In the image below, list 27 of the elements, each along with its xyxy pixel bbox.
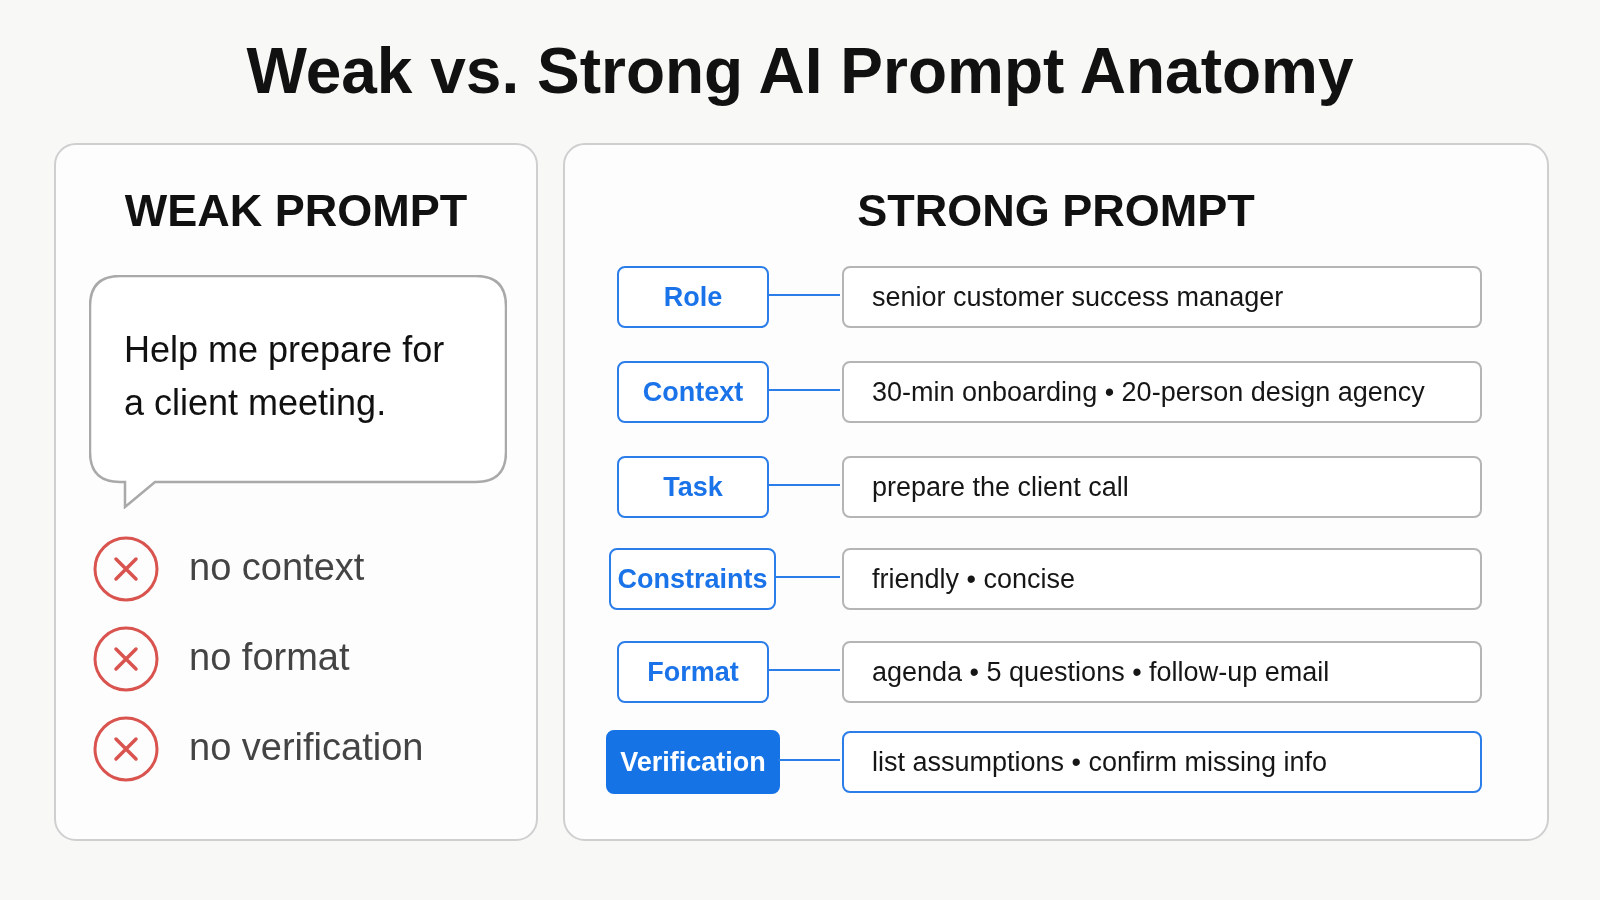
value-box: friendly • concise bbox=[842, 548, 1482, 610]
panel-heading: STRONG PROMPT bbox=[856, 185, 1256, 237]
value-box: 30-min onboarding • 20-person design agency bbox=[842, 361, 1482, 423]
panel-card bbox=[54, 143, 538, 841]
value-box: senior customer success manager bbox=[842, 266, 1482, 328]
connector-line bbox=[766, 669, 841, 671]
highlighted-value-box: list assumptions • confirm missing info bbox=[842, 731, 1482, 793]
issue-label: no format bbox=[189, 636, 350, 679]
value-box: prepare the client call bbox=[842, 456, 1482, 518]
panel-card bbox=[563, 143, 1549, 841]
connector-line bbox=[777, 759, 841, 761]
connector-line bbox=[766, 389, 841, 391]
issue-label: no verification bbox=[189, 726, 424, 769]
connector-line bbox=[766, 484, 841, 486]
title: Weak vs. Strong AI Prompt Anatomy bbox=[245, 34, 1355, 108]
prompt-text: Help me prepare for a client meeting. bbox=[124, 328, 446, 425]
tag-box: Constraints bbox=[609, 548, 776, 610]
tag-box: Context bbox=[617, 361, 769, 423]
value-box: agenda • 5 questions • follow-up email bbox=[842, 641, 1482, 703]
connector-line bbox=[773, 576, 841, 578]
tag-box: Role bbox=[617, 266, 769, 328]
tag-box: Format bbox=[617, 641, 769, 703]
tag-box: Task bbox=[617, 456, 769, 518]
panel-heading: WEAK PROMPT bbox=[123, 185, 469, 237]
highlighted-tag: Verification bbox=[606, 730, 780, 794]
connector-line bbox=[766, 294, 841, 296]
issue-label: no context bbox=[189, 546, 365, 589]
